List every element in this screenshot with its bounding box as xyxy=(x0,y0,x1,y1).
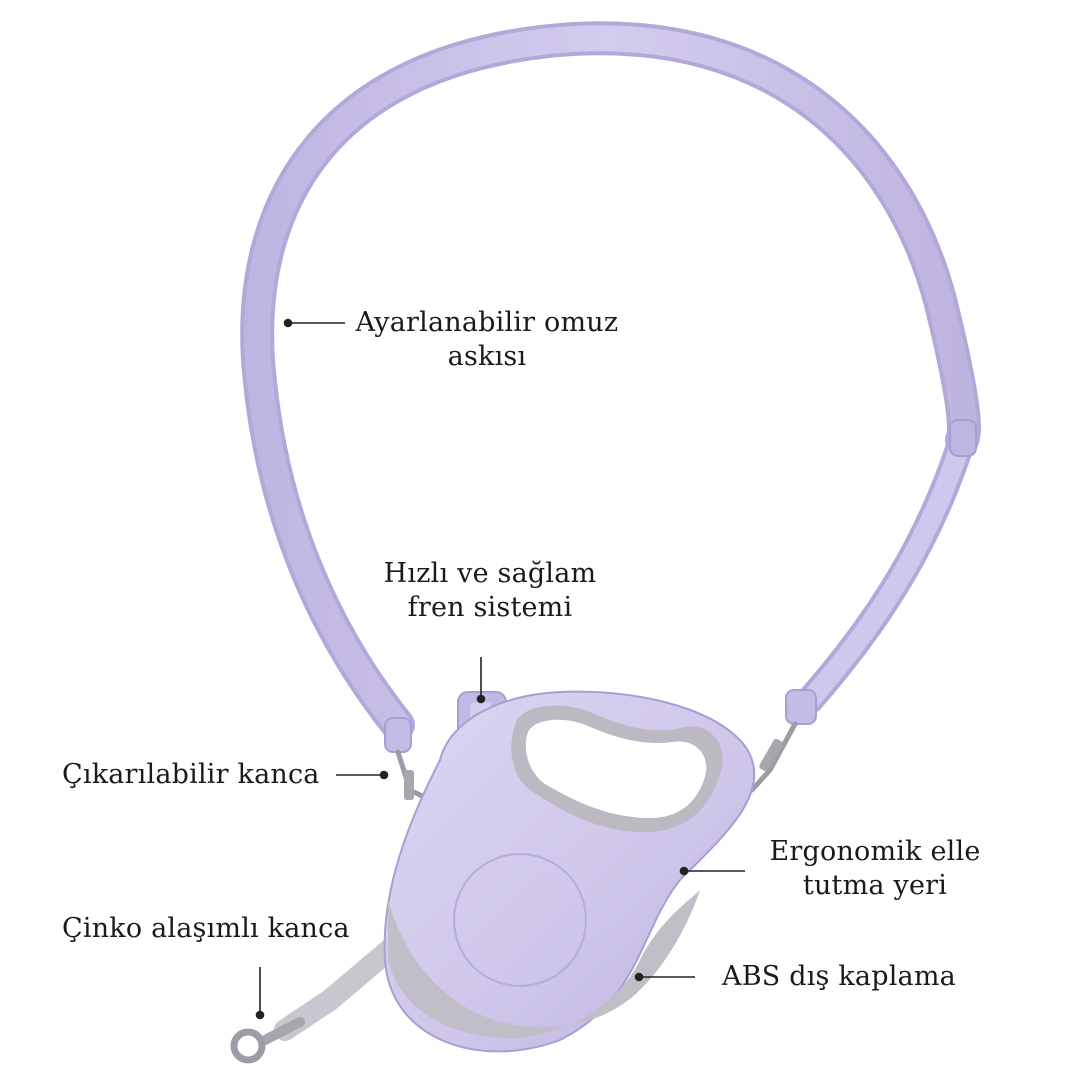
detachable-hook-left xyxy=(384,717,433,803)
detachable-hook-right xyxy=(749,689,817,793)
leash-tape xyxy=(230,934,406,1064)
callout-shoulder-strap-line1: Ayarlanabilir omuz xyxy=(355,307,619,338)
callout-detachable-hook: Çıkarılabilir kanca xyxy=(62,758,320,792)
leader-lines xyxy=(255,318,745,1020)
callout-abs-coating: ABS dış kaplama xyxy=(722,960,956,994)
shoulder-strap xyxy=(240,21,981,742)
callout-ergonomic-grip: Ergonomik elle tutma yeri xyxy=(760,835,990,903)
leash-body xyxy=(383,690,756,1053)
callout-zinc-hook-line1: Çinko alaşımlı kanca xyxy=(62,913,350,944)
callout-ergonomic-line2: tutma yeri xyxy=(802,870,948,901)
callout-shoulder-strap: Ayarlanabilir omuz askısı xyxy=(352,306,622,374)
callout-brake-system: Hızlı ve sağlam fren sistemi xyxy=(375,557,605,625)
callout-brake-line2: fren sistemi xyxy=(407,592,573,623)
callout-shoulder-strap-line2: askısı xyxy=(447,341,527,372)
callout-ergonomic-line1: Ergonomik elle xyxy=(769,836,981,867)
callout-abs-line1: ABS dış kaplama xyxy=(722,961,956,992)
callout-brake-line1: Hızlı ve sağlam xyxy=(383,558,597,589)
callout-zinc-hook: Çinko alaşımlı kanca xyxy=(62,912,350,946)
callout-detachable-hook-line1: Çıkarılabilir kanca xyxy=(62,759,320,790)
